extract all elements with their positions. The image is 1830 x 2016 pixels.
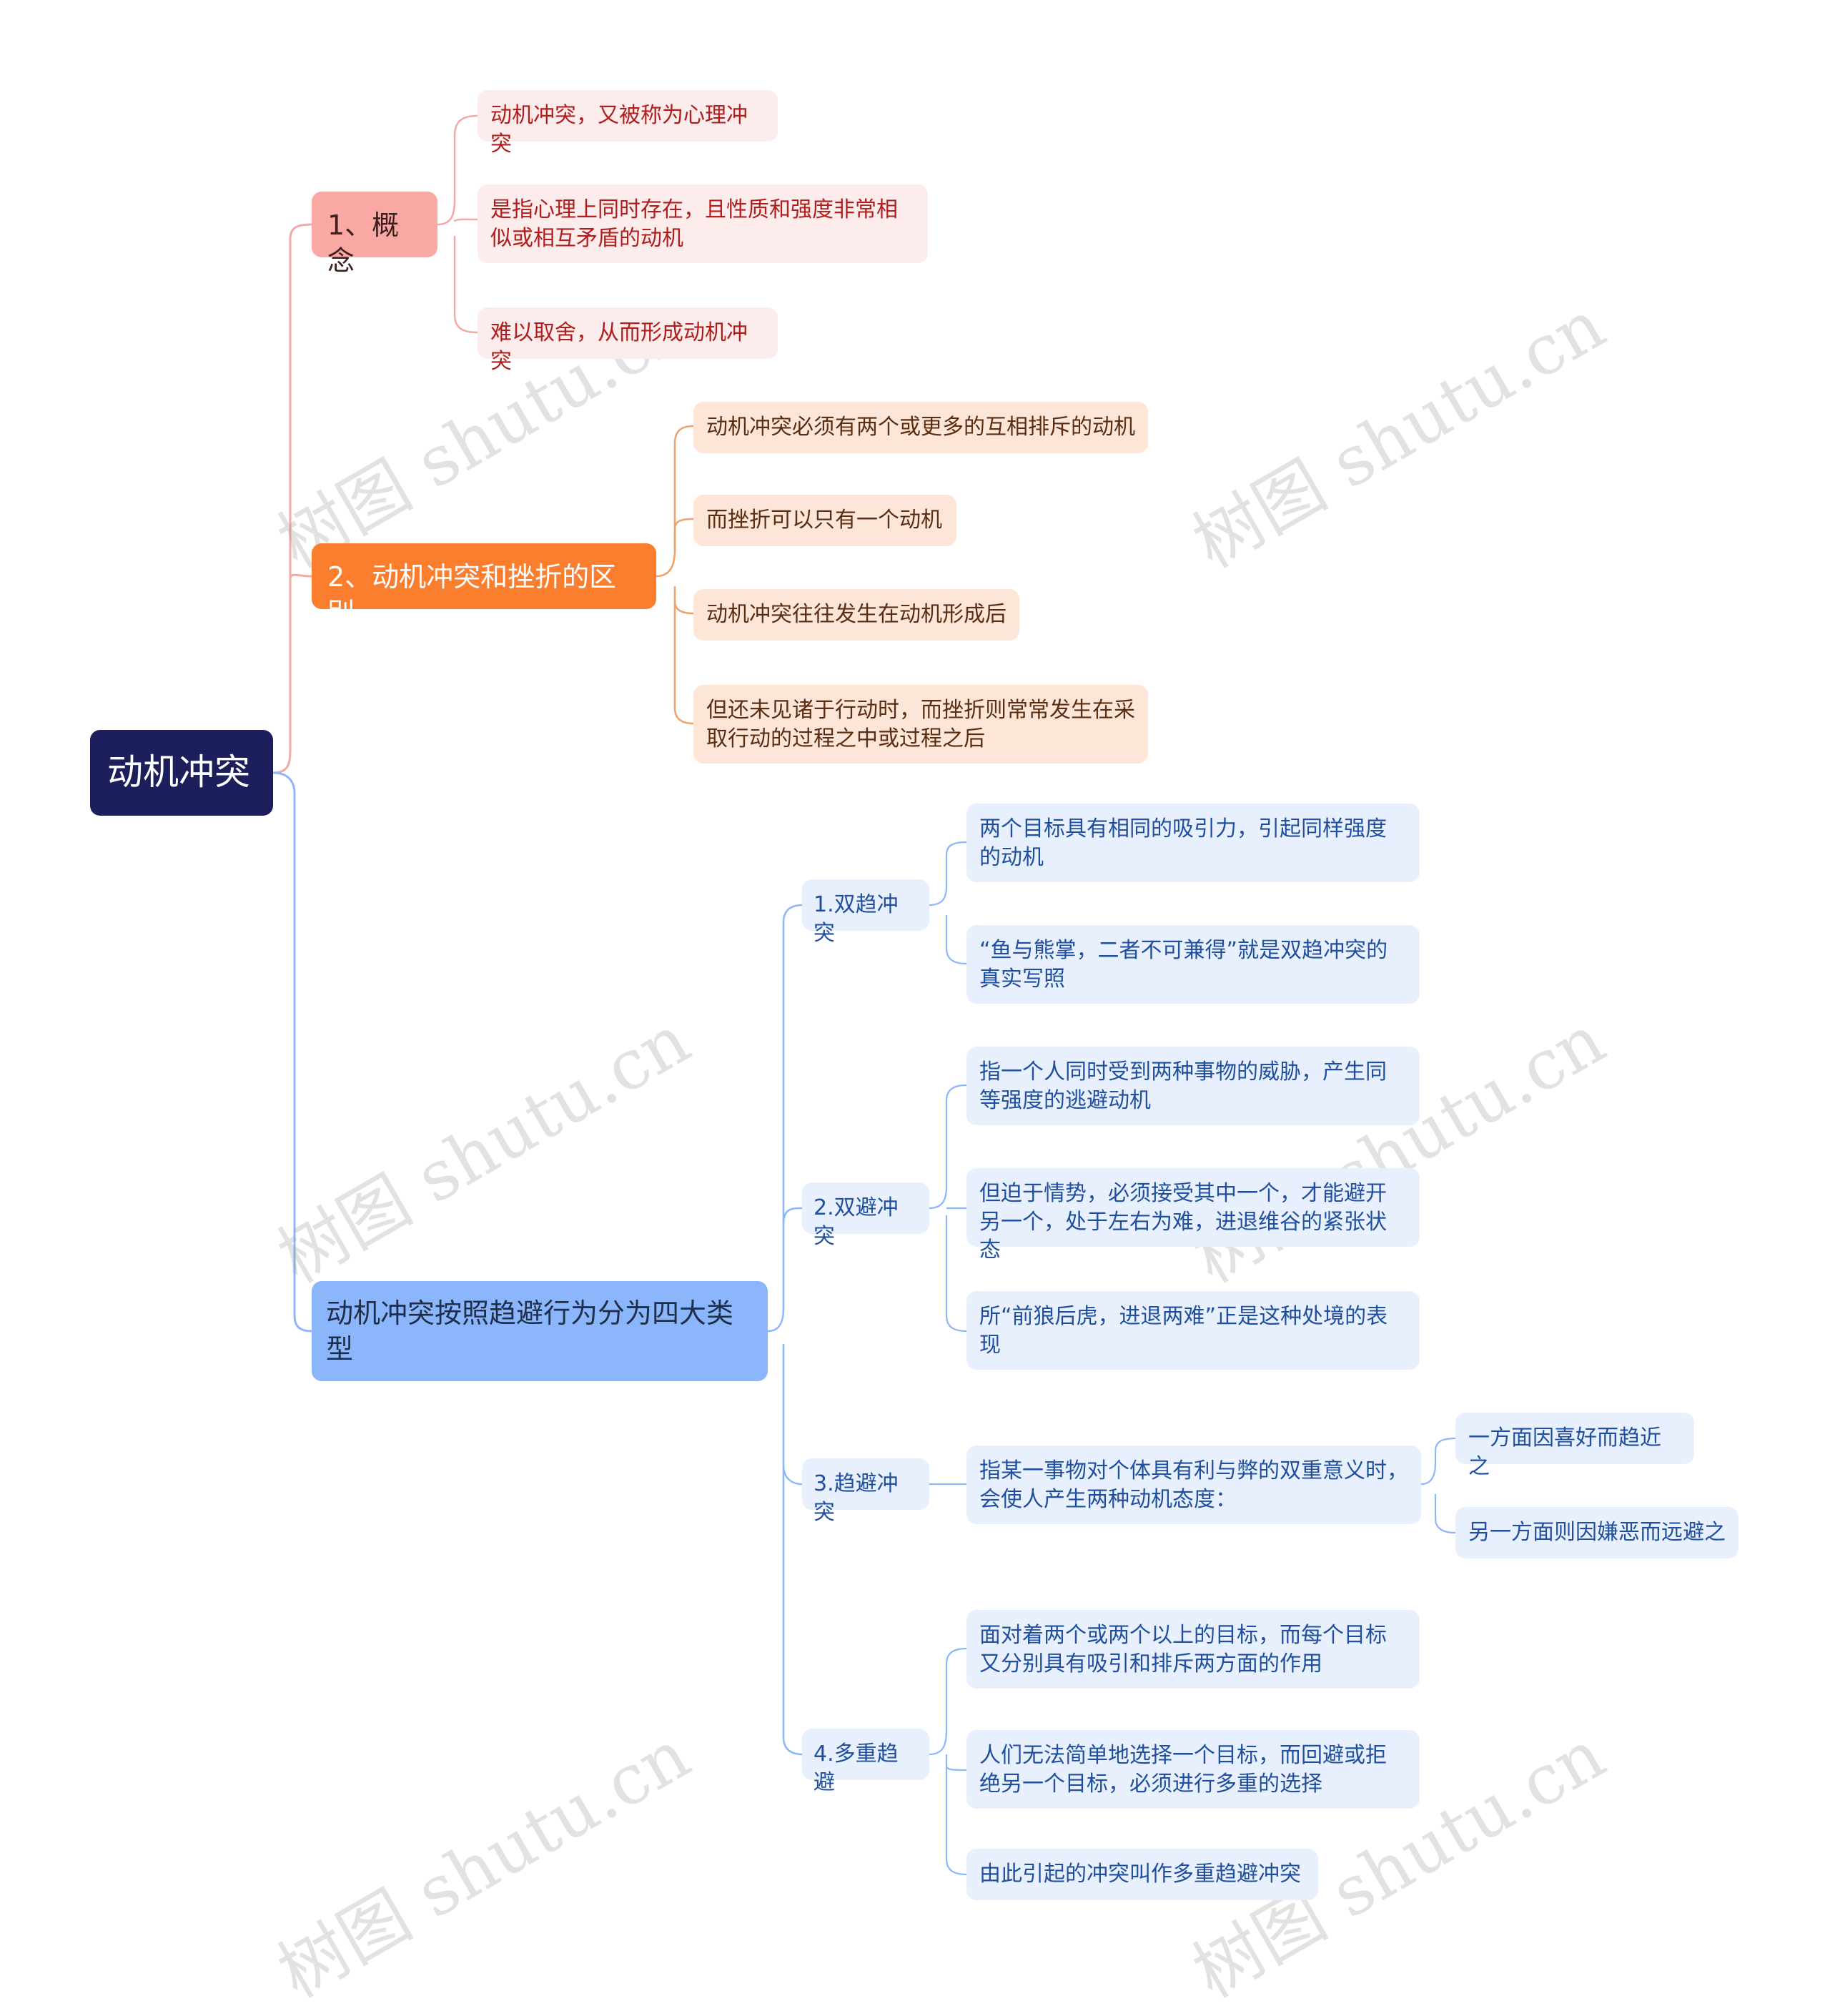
- type-subitem[interactable]: 另一方面则因嫌恶而远避之: [1455, 1507, 1738, 1558]
- type-item[interactable]: 人们无法简单地选择一个目标，而回避或拒绝另一个目标，必须进行多重的选择: [966, 1730, 1420, 1809]
- type-group-label[interactable]: 1.双趋冲突: [802, 879, 929, 946]
- type-item[interactable]: 由此引起的冲突叫作多重趋避冲突: [966, 1849, 1318, 1900]
- root-topic[interactable]: 动机冲突: [90, 730, 273, 816]
- difference-item[interactable]: 动机冲突必须有两个或更多的互相排斥的动机: [693, 402, 1148, 453]
- difference-item[interactable]: 但还未见诸于行动时，而挫折则常常发生在采取行动的过程之中或过程之后: [693, 685, 1148, 764]
- concept-item[interactable]: 动机冲突，又被称为心理冲突: [478, 90, 778, 157]
- type-group-label[interactable]: 2.双避冲突: [802, 1182, 929, 1249]
- type-item[interactable]: 但迫于情势，必须接受其中一个，才能避开另一个，处于左右为难，进退维谷的紧张状态: [966, 1168, 1420, 1263]
- type-item[interactable]: 面对着两个或两个以上的目标，而每个目标又分别具有吸引和排斥两方面的作用: [966, 1610, 1420, 1689]
- concept-item[interactable]: 是指心理上同时存在，且性质和强度非常相似或相互矛盾的动机: [478, 184, 928, 263]
- type-subitem[interactable]: 一方面因喜好而趋近之: [1455, 1413, 1694, 1479]
- concept-item[interactable]: 难以取舍，从而形成动机冲突: [478, 307, 778, 374]
- type-group-label[interactable]: 3.趋避冲突: [802, 1458, 929, 1525]
- type-item[interactable]: 两个目标具有相同的吸引力，引起同样强度的动机: [966, 804, 1420, 882]
- branch-types[interactable]: 动机冲突按照趋避行为分为四大类型: [312, 1281, 768, 1381]
- branch-difference[interactable]: 2、动机冲突和挫折的区别: [312, 543, 656, 628]
- type-group-label[interactable]: 4.多重趋避: [802, 1729, 929, 1795]
- branch-concept[interactable]: 1、概念: [312, 192, 437, 277]
- type-item[interactable]: 指某一事物对个体具有利与弊的双重意义时，会使人产生两种动机态度：: [966, 1446, 1421, 1524]
- type-item[interactable]: 指一个人同时受到两种事物的威胁，产生同等强度的逃避动机: [966, 1047, 1420, 1125]
- difference-item[interactable]: 动机冲突往往发生在动机形成后: [693, 589, 1019, 641]
- type-item[interactable]: “鱼与熊掌，二者不可兼得”就是双趋冲突的真实写照: [966, 925, 1420, 1004]
- difference-item[interactable]: 而挫折可以只有一个动机: [693, 495, 956, 546]
- type-item[interactable]: 所“前狼后虎，进退两难”正是这种处境的表现: [966, 1291, 1420, 1370]
